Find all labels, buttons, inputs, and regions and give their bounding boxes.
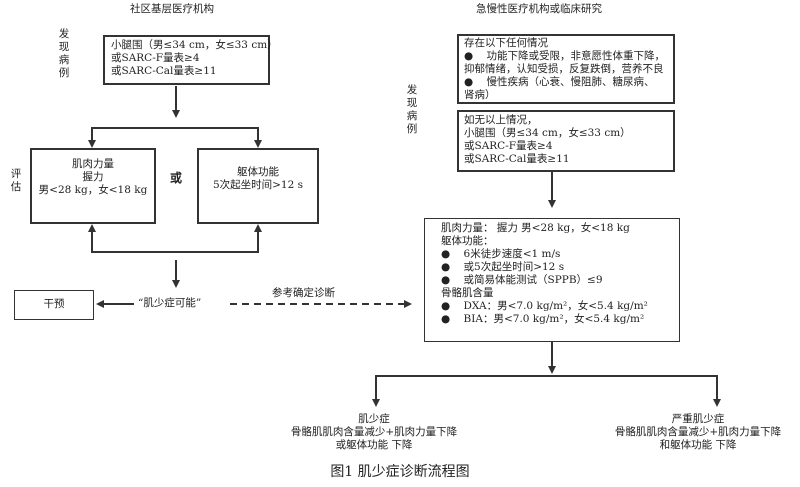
header-right: 急慢性医疗机构或临床研究	[476, 3, 602, 15]
reference-diagnosis-label: 参考确定诊断	[272, 287, 335, 299]
diag-muscle-strength: 肌肉力量： 握力 男<28 kg，女<18 kg	[441, 222, 630, 234]
left-find-box: 小腿围（男≤34 cm，女≤33 cm） 或SARC-F量表≥4 或SARC-C…	[103, 35, 278, 85]
side-label-assess: 评估	[10, 168, 22, 193]
intervention-label: 干预	[43, 298, 65, 310]
possible-sarcopenia-label: “肌少症可能”	[138, 297, 202, 309]
left-find-line-2: 或SARC-F量表≥4	[111, 52, 200, 64]
left-find-line-3: 或SARC-Cal量表≥11	[111, 65, 217, 77]
outcome-branch-left	[372, 375, 552, 407]
diag-gait-speed: ● 6米徒步速度<1 m/s	[441, 248, 561, 260]
outcome-severe-line-2: 和躯体功能 下降	[659, 439, 737, 451]
branch-bottom-left	[88, 224, 176, 253]
right-cond-line-1: ● 功能下降或受限，非意愿性体重下降，	[464, 50, 666, 62]
header-left: 社区基层医疗机构	[130, 3, 214, 15]
outcome-sarcopenia: 肌少症 骨骼肌肌肉含量减少+肌肉力量下降 或躯体功能 下降	[274, 413, 474, 452]
right-find-line-1: 如无以上情况，	[464, 114, 538, 126]
right-cond-line-3: ● 慢性疾病（心衰、慢阻肺、糖尿病、	[464, 76, 655, 88]
right-cond-line-4: 肾病）	[464, 89, 496, 101]
right-find-line-4: 或SARC-Cal量表≥11	[464, 153, 570, 165]
outcome-severe-line-1: 骨骼肌肌肉含量减少+肌肉力量下降	[614, 426, 782, 438]
right-cond-title: 存在以下任何情况	[464, 37, 548, 49]
body-function-title: 躯体功能	[237, 166, 279, 178]
diag-chair-stand: ● 或5次起坐时间>12 s	[441, 261, 565, 273]
intervention-box: 干预	[14, 290, 94, 320]
body-function-threshold: 5次起坐时间>12 s	[212, 179, 304, 191]
outcome-sarcopenia-title: 肌少症	[358, 413, 390, 425]
branch-top-right	[176, 127, 262, 148]
or-label: 或	[170, 171, 183, 185]
branch-bottom-right	[176, 224, 262, 253]
outcome-branch-right	[552, 375, 721, 407]
diag-sppb: ● 或简易体能测试（SPPB）≤9	[441, 274, 603, 286]
muscle-box-threshold: 男<28 kg，女<18 kg	[38, 184, 148, 196]
outcome-sarcopenia-line-2: 或躯体功能 下降	[335, 439, 413, 451]
diagnosis-criteria-box: 肌肉力量： 握力 男<28 kg，女<18 kg 躯体功能： ● 6米徒步速度<…	[424, 218, 680, 342]
outcome-severe-sarcopenia: 严重肌少症 骨骼肌肌肉含量减少+肌肉力量下降 和躯体功能 下降	[600, 413, 796, 452]
muscle-box-grip: 握力	[82, 171, 104, 183]
right-cond-line-2: 抑郁情绪，认知受损，反复跌倒，营养不良	[464, 63, 664, 75]
right-condition-box: 存在以下任何情况 ● 功能下降或受限，非意愿性体重下降， 抑郁情绪，认知受损，反…	[457, 34, 675, 104]
right-find-line-2: 小腿围（男≤34 cm，女≤33 cm）	[464, 127, 631, 139]
right-find-box: 如无以上情况， 小腿围（男≤34 cm，女≤33 cm） 或SARC-F量表≥4…	[457, 110, 675, 172]
muscle-strength-box: 肌肉力量 握力 男<28 kg，女<18 kg	[30, 148, 156, 224]
diag-body-function-title: 躯体功能：	[441, 235, 494, 247]
side-label-find-right: 发现病例	[406, 84, 418, 135]
outcome-sarcopenia-line-1: 骨骼肌肌肉含量减少+肌肉力量下降	[290, 426, 458, 438]
side-label-find-left: 发现病例	[58, 28, 70, 79]
diag-muscle-mass-title: 骨骼肌含量	[441, 287, 494, 299]
left-find-line-1: 小腿围（男≤34 cm，女≤33 cm）	[111, 39, 278, 51]
diag-bia: ● BIA：男<7.0 kg/m²，女<5.4 kg/m²	[441, 313, 645, 325]
figure-caption: 图1 肌少症诊断流程图	[330, 464, 470, 480]
diag-dxa: ● DXA：男<7.0 kg/m²，女<5.4 kg/m²	[441, 300, 648, 312]
right-find-line-3: 或SARC-F量表≥4	[464, 140, 553, 152]
body-function-box: 躯体功能 5次起坐时间>12 s	[197, 148, 319, 224]
outcome-severe-title: 严重肌少症	[671, 413, 725, 425]
branch-top-left	[88, 127, 176, 148]
muscle-box-title: 肌肉力量	[72, 158, 114, 170]
